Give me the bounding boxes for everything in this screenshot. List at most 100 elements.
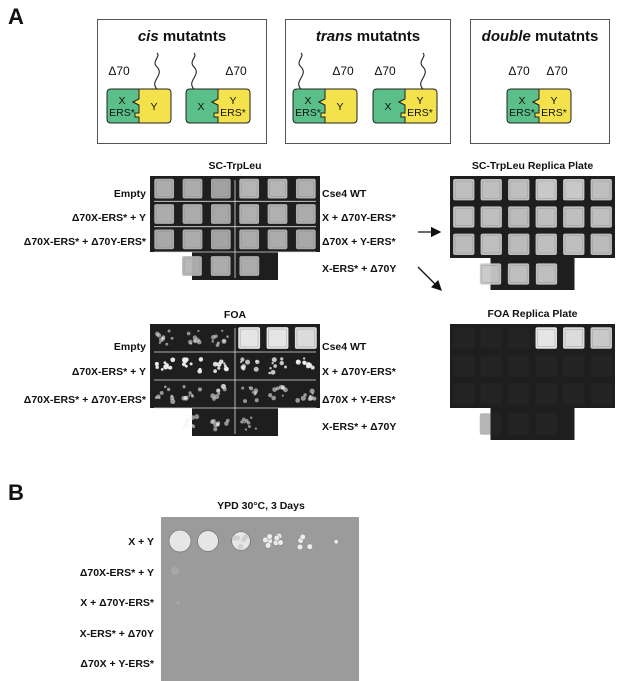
colony <box>184 395 188 400</box>
y-block-shape <box>210 88 251 124</box>
ypd-group <box>161 517 359 681</box>
yeast-patch <box>239 204 260 224</box>
yeast-patch <box>267 229 288 250</box>
patch-texture <box>239 328 259 348</box>
y-delta70-label: Δ70 <box>225 64 247 78</box>
patch-texture <box>240 205 258 223</box>
y-label: Y <box>150 101 157 113</box>
patch-texture <box>240 231 258 248</box>
colony <box>243 399 248 404</box>
colony <box>221 383 227 390</box>
yeast-patch <box>453 233 475 255</box>
patch-texture <box>454 208 473 226</box>
patch-texture <box>592 180 611 199</box>
patch-texture <box>212 257 229 275</box>
foa-replica-title: FOA Replica Plate <box>487 308 578 320</box>
colony <box>221 329 224 333</box>
colony <box>223 362 226 365</box>
colony <box>166 387 171 392</box>
colony <box>186 331 191 336</box>
sc-left-label-2: Δ70X-ERS* + Y <box>71 212 146 224</box>
patch-texture <box>297 231 315 248</box>
yeast-patch <box>590 327 612 349</box>
colony <box>302 360 306 365</box>
patch-texture <box>454 235 473 254</box>
y-ers-label: ERS* <box>220 107 246 119</box>
sc-right-label-cse4: Cse4 WT <box>322 188 367 200</box>
yeast-patch <box>453 327 475 349</box>
colony <box>217 392 221 396</box>
yeast-patch <box>563 179 585 201</box>
colony <box>222 339 226 343</box>
patch-texture <box>537 180 556 199</box>
y-ers-label: ERS* <box>407 107 433 119</box>
y-label: Y <box>229 95 236 107</box>
colony <box>214 394 220 400</box>
y-block-shape <box>397 88 438 124</box>
colony <box>215 388 221 393</box>
colony <box>182 385 186 389</box>
yeast-patch <box>267 178 288 199</box>
sc-left-label-empty: Empty <box>113 188 146 200</box>
colony <box>249 386 254 391</box>
patch-texture <box>296 328 316 348</box>
colony <box>278 384 284 390</box>
colony <box>184 357 189 362</box>
colony <box>198 357 204 362</box>
foa-replica-group <box>450 324 615 440</box>
colony <box>155 365 159 370</box>
colony <box>191 393 194 396</box>
colony <box>189 415 195 421</box>
colony <box>188 394 191 397</box>
colony <box>184 417 190 423</box>
yeast-patch <box>154 229 175 250</box>
yeast-patch <box>480 179 502 201</box>
colony-spot <box>266 533 273 540</box>
colony-spot <box>296 543 304 551</box>
colony <box>224 421 229 426</box>
patch-texture <box>184 231 201 248</box>
sc-right-label-4: X-ERS* + Δ70Y <box>322 263 397 275</box>
double-mutants-title: double mutatnts <box>481 28 599 45</box>
yeast-patch <box>294 327 317 349</box>
foa-right-label-cse4: Cse4 WT <box>322 341 367 353</box>
patch-texture <box>155 231 173 248</box>
yeast-patch <box>453 355 475 377</box>
patch-texture <box>297 180 315 197</box>
patch-texture <box>212 180 230 197</box>
patch-texture <box>564 208 583 226</box>
colony <box>213 369 217 373</box>
patch-texture <box>592 235 611 254</box>
colony <box>165 342 169 346</box>
colony-spot <box>262 536 269 543</box>
patch-texture <box>592 328 611 348</box>
colony <box>168 365 173 370</box>
yeast-patch <box>563 233 585 255</box>
patch-texture <box>537 235 556 254</box>
colony <box>197 329 200 333</box>
colony <box>284 365 288 369</box>
sc-left-label-3: Δ70X-ERS* + Δ70Y-ERS* <box>23 236 146 248</box>
yeast-patch <box>535 355 557 377</box>
yeast-patch <box>210 178 231 199</box>
colony <box>154 361 159 367</box>
patch-texture <box>509 265 528 283</box>
y-delta70-label: Δ70 <box>546 64 568 78</box>
panel-a-letter: A <box>8 4 24 29</box>
patch-texture <box>268 328 287 348</box>
colony <box>296 359 300 364</box>
ypd-title: YPD 30°C, 3 Days <box>217 500 305 512</box>
colony <box>210 335 216 340</box>
colony <box>188 339 193 345</box>
yeast-patch <box>479 413 502 435</box>
y-block-shape <box>317 88 358 124</box>
foa-plate-group <box>150 324 320 436</box>
colony <box>241 386 245 390</box>
y-label: Y <box>336 101 343 113</box>
